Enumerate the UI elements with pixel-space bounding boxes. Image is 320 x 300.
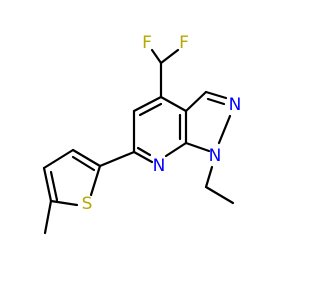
bond-n7-c6-double	[136, 146, 152, 157]
bond-c4-c3a	[159, 95, 188, 113]
atom-n-pyrazole-1: N	[209, 146, 222, 166]
bond-c3a-c3	[184, 90, 208, 113]
bond-th-s-c2	[89, 164, 102, 197]
bond-c6-thiophene	[98, 150, 136, 168]
bond-n1-ch2	[204, 165, 214, 189]
bond-chf2-f-left	[150, 48, 163, 65]
bond-n2-n1	[217, 114, 232, 145]
molecule-structure: F F N N N S	[0, 0, 300, 300]
canvas-background	[0, 0, 300, 300]
atom-n-pyridine: N	[153, 156, 166, 176]
bond-c3-n2	[204, 90, 228, 100]
bond-c3-n2-double	[206, 97, 226, 106]
bond-th-c4-c5	[42, 166, 53, 203]
bond-n1-c7a	[184, 141, 211, 153]
bond-chf2-f-right	[159, 48, 180, 65]
bond-th-c2-c3	[71, 148, 102, 168]
bond-c5-c4	[132, 95, 163, 113]
bond-c7a-n7	[164, 141, 188, 158]
bond-th-c3-c4	[42, 148, 75, 170]
bond-th-c2-c3-double	[71, 155, 96, 172]
bond-th-c5-s	[49, 199, 79, 207]
atom-s-thiophene: S	[82, 194, 93, 214]
atom-n-pyrazole-2: N	[229, 95, 242, 115]
bond-n7-c6	[132, 150, 154, 164]
bond-ch2-ch3	[204, 185, 235, 205]
bond-c5-c4-double	[138, 102, 163, 117]
atom-labels: F F N N N S	[82, 33, 242, 214]
bond-th-c5-methyl	[43, 199, 53, 235]
atom-f-right: F	[179, 33, 189, 53]
atom-f-left: F	[142, 33, 152, 53]
bond-th-c4-c5-double	[49, 170, 59, 202]
bonds	[42, 48, 235, 235]
